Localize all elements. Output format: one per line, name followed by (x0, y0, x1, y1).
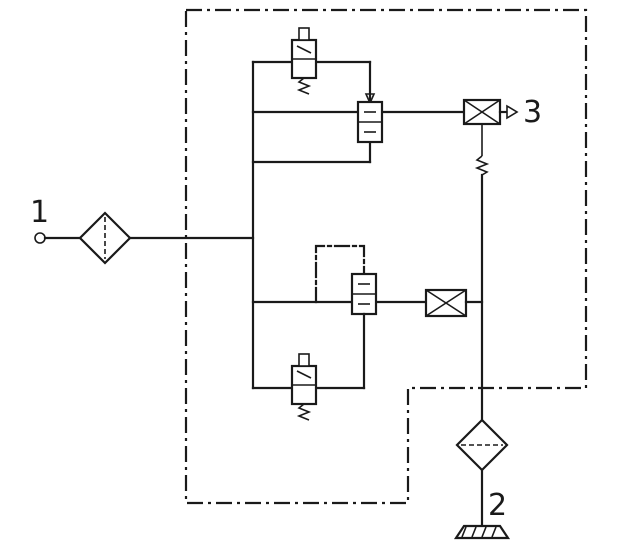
upper-solenoid-valve (251, 27, 376, 105)
lower-solenoid-valve (251, 312, 366, 421)
lower-flow-element (424, 288, 484, 318)
outlet-filter (455, 418, 509, 528)
port-1: 1 (30, 195, 84, 244)
port-3-label: 3 (523, 95, 542, 130)
upper-pilot-valve (251, 100, 466, 164)
lower-pilot-valve (251, 244, 428, 316)
upper-flow-element: 3 (462, 95, 542, 176)
enclosure-boundary (184, 8, 588, 505)
port-2: 2 (453, 488, 511, 540)
port-1-label: 1 (30, 195, 49, 230)
port-1-connector (34, 232, 46, 244)
inlet-filter (78, 211, 132, 265)
port-2-label: 2 (488, 488, 507, 523)
